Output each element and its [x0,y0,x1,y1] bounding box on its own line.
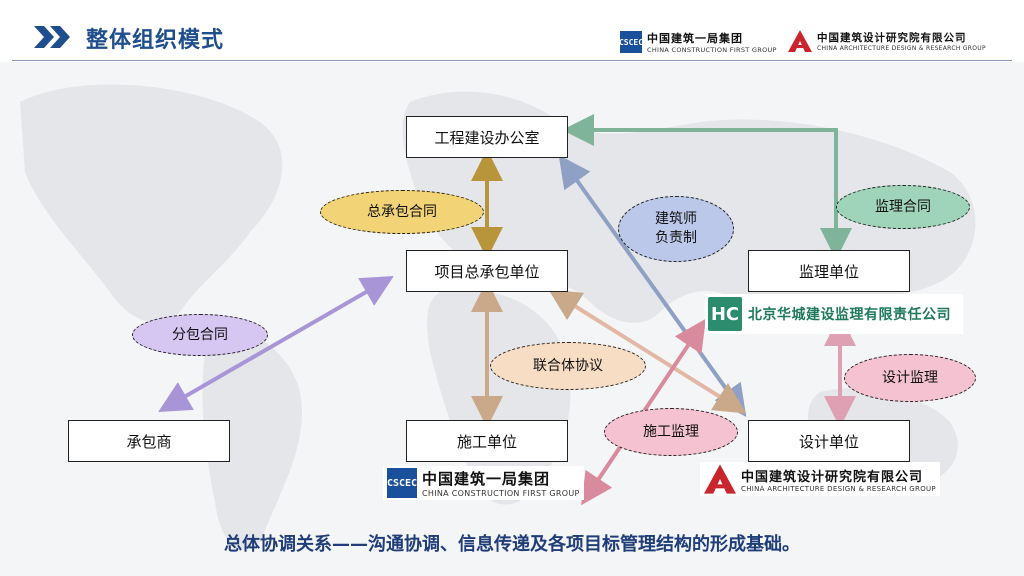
design-institute-logo: 中国建筑设计研究院有限公司 CHINA ARCHITECTURE DESIGN … [700,462,940,496]
summary-text: 总体协调关系——沟通协调、信息传递及各项目标管理结构的形成基础。 [224,534,800,555]
node-design: 设计单位 [748,420,910,462]
construction-company-logo: CSCEC 中国建筑一局集团 CHINA CONSTRUCTION FIRST … [383,466,584,500]
cadg-header-logo: 中国建筑设计研究院有限公司 CHINA ARCHITECTURE DESIGN … [788,30,986,52]
node-general-contractor: 项目总承包单位 [406,250,568,292]
cscec-logo-mark-icon-large: CSCEC [387,468,417,498]
construction-logo-cn: 中国建筑一局集团 [422,470,551,488]
node-construction: 施工单位 [406,420,568,462]
page-title: 整体组织模式 [86,28,225,53]
oval-design-supervision: 设计监理 [844,354,976,402]
slide-header: 整体组织模式 CSCEC 中国建筑一局集团 CHINA CONSTRUCTION… [0,0,1024,62]
double-chevron-icon [34,26,70,48]
cadg-logo-en: CHINA ARCHITECTURE DESIGN & RESEARCH GRO… [817,45,986,52]
supervisor-company-name: 北京华城建设监理有限责任公司 [748,307,951,323]
architect-line2: 负责制 [655,230,697,246]
oval-supervision-contract: 监理合同 [836,185,970,229]
cadg-logo-mark-icon [788,30,812,52]
oval-construction-supervision: 施工监理 [604,408,738,456]
oval-consortium: 联合体协议 [490,342,646,390]
design-logo-en: CHINA ARCHITECTURE DESIGN & RESEARCH GRO… [741,484,936,493]
node-subcontractor: 承包商 [68,420,230,462]
hc-logo-mark-icon: HC [708,297,742,331]
cadg-logo-mark-icon-large [704,464,736,494]
node-supervision: 监理单位 [748,250,910,292]
cadg-logo-cn: 中国建筑设计研究院有限公司 [817,32,967,44]
oval-general-contract: 总承包合同 [320,190,484,234]
cscec-logo-mark-icon: CSCEC [619,31,643,53]
architect-line1: 建筑师 [655,211,697,227]
cscec-logo-en: CHINA CONSTRUCTION FIRST GROUP [647,46,777,54]
cscec-logo-cn: 中国建筑一局集团 [647,32,743,45]
cscec-header-logo: CSCEC 中国建筑一局集团 CHINA CONSTRUCTION FIRST … [619,30,777,54]
design-logo-cn: 中国建筑设计研究院有限公司 [741,469,924,485]
header-divider [12,60,1012,61]
arrow-general-subcontractor [158,276,394,412]
oval-architect-responsibility: 建筑师负责制 [618,196,734,262]
oval-subcontract: 分包合同 [132,314,268,356]
construction-logo-en: CHINA CONSTRUCTION FIRST GROUP [422,489,580,498]
supervisor-company-logo: HC 北京华城建设监理有限责任公司 [705,294,963,334]
node-office: 工程建设办公室 [406,116,568,158]
